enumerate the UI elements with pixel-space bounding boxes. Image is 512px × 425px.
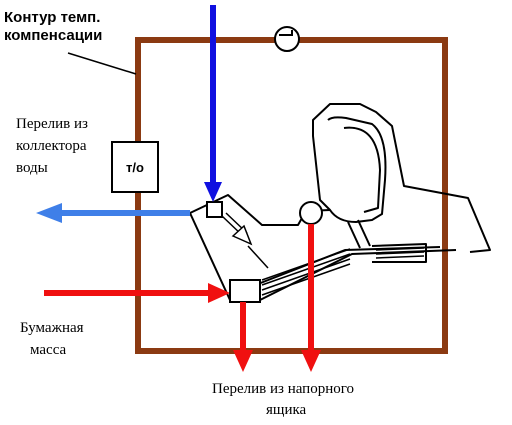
paper-mass-label-line2: масса [30, 342, 67, 358]
contour-label-line1: Контур темп. [4, 9, 100, 26]
paper-mass-label-line1: Бумажная [20, 320, 84, 336]
contour-label-line2: компенсации [4, 27, 102, 44]
pump-icon [274, 26, 300, 52]
water-overflow-label-line3: воды [16, 160, 48, 176]
compensation-contour-frame [135, 37, 448, 354]
inlet-box [229, 279, 261, 303]
headbox-overflow-label-line1: Перелив из напорного [212, 381, 354, 397]
water-overflow-label-line1: Перелив из [16, 116, 88, 132]
slice-channel-hatching [261, 247, 425, 296]
water-overflow-label-line2: коллектора [16, 138, 87, 154]
paper-mass-inlet-arrow [44, 283, 230, 303]
internal-flow-arrow [221, 212, 269, 269]
blue-supply-arrow [204, 5, 222, 202]
headbox-overflow-label-line2: ящика [266, 402, 307, 418]
overflow-collector-box [206, 201, 223, 218]
headbox-level-circle [299, 201, 323, 225]
headbox-overflow-arrow-left [233, 302, 253, 372]
headbox-outline [189, 103, 491, 301]
heat-exchanger-box [111, 141, 159, 193]
headbox-overflow-arrow-right [301, 224, 321, 372]
heat-exchanger-label: т/о [126, 160, 144, 175]
contour-leader-line [67, 52, 137, 75]
water-overflow-arrow [36, 203, 190, 223]
